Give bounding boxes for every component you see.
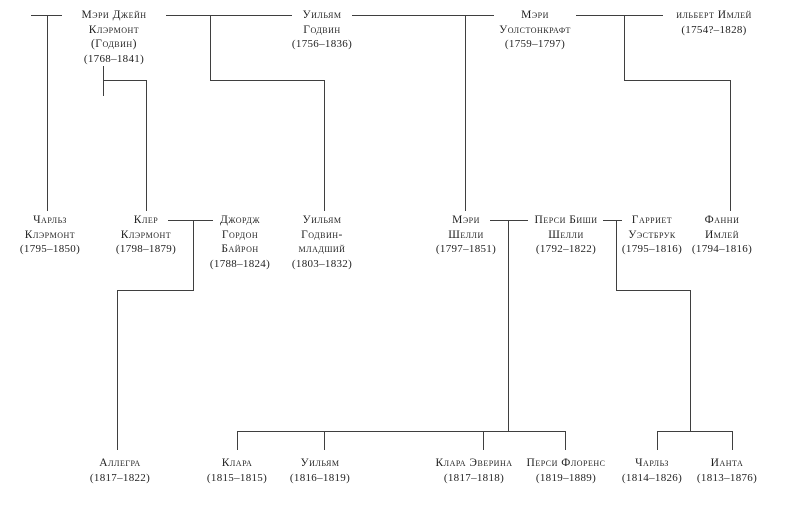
- person-mary-shelley: Мэри Шелли (1797–1851): [436, 213, 496, 257]
- person-name: Джордж Гордон Байрон: [219, 214, 261, 255]
- person-percy-florence: Перси Флоренс (1819–1889): [527, 456, 606, 485]
- person-dates: (1813–1876): [696, 471, 758, 484]
- line-to-william-jr: [324, 80, 326, 211]
- person-name: ильберт Имлей: [676, 9, 752, 21]
- person-mary-wollstonecraft: Мэри Уолстонкрафт (1759–1797): [499, 8, 571, 52]
- tick-to-clara-everina: [483, 431, 485, 450]
- person-allegra: Аллегра (1817–1822): [90, 456, 150, 485]
- bracket-mary-percy-children: [237, 431, 566, 433]
- person-dates: (1797–1851): [435, 243, 497, 255]
- person-dates: (1803–1832): [291, 257, 353, 270]
- person-name: Гарриет Уэстбрук: [628, 214, 676, 241]
- tick-to-charles: [657, 431, 659, 450]
- person-mary-jane-clairmont-godwin: Мэри Джейн Клэрмонт (Годвин) (1768–1841): [81, 8, 146, 66]
- person-harriet-westbrook: Гарриет Уэстбрук (1795–1816): [622, 213, 682, 257]
- person-name: Уильям Годвин- младший: [298, 214, 346, 255]
- person-name: Мэри Джейн Клэрмонт (Годвин): [81, 9, 147, 50]
- drop-claire-byron: [193, 220, 195, 290]
- line-union-claire-byron: [168, 220, 213, 222]
- person-charles: Чарльз (1814–1826): [622, 456, 682, 485]
- person-dates: (1816–1819): [289, 471, 351, 484]
- person-ianthe: Ианта (1813–1876): [697, 456, 757, 485]
- line-union-maryjane-godwin: [166, 15, 292, 17]
- person-dates: (1814–1826): [621, 471, 683, 484]
- person-name: Аллегра: [99, 457, 141, 469]
- tick-to-clara: [237, 431, 239, 450]
- drop-wollstonecraft-imlay: [624, 15, 626, 80]
- person-dates: (1795–1816): [621, 243, 683, 255]
- person-name: Перси Флоренс: [526, 457, 606, 469]
- person-dates: (1794–1816): [691, 243, 753, 255]
- person-clara-everina: Клара Эверина (1817–1818): [435, 456, 512, 485]
- drop-maryjane-godwin: [210, 15, 212, 80]
- person-name: Чарльз: [635, 457, 669, 469]
- branch-to-william-jr: [210, 80, 325, 82]
- person-george-gordon-byron: Джордж Гордон Байрон (1788–1824): [210, 213, 270, 271]
- drop-percy-harriet: [616, 220, 618, 290]
- bracket-percy-harriet-children: [657, 431, 733, 433]
- person-dates: (1815–1815): [206, 471, 268, 484]
- person-claire-clairmont: Клер Клэрмонт (1798–1879): [116, 213, 176, 257]
- person-fanny-imlay: Фанни Имлей (1794–1816): [692, 213, 752, 257]
- line-to-charles-clairmont: [47, 15, 49, 211]
- line-to-claire: [146, 80, 148, 211]
- line-to-allegra: [117, 290, 119, 450]
- person-name: Чарльз Клэрмонт: [24, 214, 76, 241]
- person-name: Уильям Годвин: [302, 9, 342, 36]
- person-name: Клара Эверина: [435, 457, 513, 469]
- line-union-wollstonecraft-imlay: [576, 15, 663, 17]
- person-dates: (1768–1841): [83, 52, 145, 65]
- person-name: Ианта: [710, 457, 744, 469]
- line-percy-harriet-children: [690, 290, 692, 431]
- person-name: Фанни Имлей: [704, 214, 740, 241]
- branch-to-allegra: [117, 290, 194, 292]
- person-dates: (1759–1797): [504, 38, 566, 50]
- person-william-godwin-jr: Уильям Годвин- младший (1803–1832): [292, 213, 352, 271]
- person-name: Мэри Уолстонкрафт: [499, 9, 571, 36]
- person-dates: (1788–1824): [209, 257, 271, 270]
- person-dates: (1817–1822): [89, 471, 151, 484]
- branch-percy-harriet-children: [616, 290, 691, 292]
- person-dates: (1754?–1828): [681, 23, 747, 36]
- person-dates: (1817–1818): [443, 471, 505, 484]
- person-percy-bysshe-shelley: Перси Биши Шелли (1792–1822): [535, 213, 598, 257]
- person-name: Перси Биши Шелли: [534, 214, 598, 241]
- person-name: Клара: [221, 457, 253, 469]
- branch-to-fanny: [624, 80, 731, 82]
- tick-to-percy-florence: [565, 431, 567, 450]
- person-charles-clairmont: Чарльз Клэрмонт (1795–1850): [20, 213, 80, 257]
- person-william-godwin: Уильям Годвин (1756–1836): [292, 8, 352, 52]
- drop-mary-percy: [508, 220, 510, 431]
- line-to-fanny: [730, 80, 732, 211]
- line-union-godwin-wollstonecraft: [352, 15, 494, 17]
- person-william: Уильям (1816–1819): [290, 456, 350, 485]
- line-to-mary-shelley: [465, 15, 467, 211]
- person-name: Мэри Шелли: [448, 214, 484, 241]
- person-dates: (1756–1836): [291, 38, 353, 50]
- line-top-left-stub: [31, 15, 62, 17]
- line-union-percy-harriet: [603, 220, 622, 222]
- tick-to-ianthe: [732, 431, 734, 450]
- person-name: Клер Клэрмонт: [120, 214, 172, 241]
- person-dates: (1819–1889): [535, 471, 597, 484]
- person-dates: (1792–1822): [535, 243, 597, 255]
- person-dates: (1795–1850): [19, 243, 81, 255]
- branch-to-claire: [103, 80, 147, 82]
- tick-to-william: [324, 431, 326, 450]
- person-gilbert-imlay: ильберт Имлей (1754?–1828): [676, 8, 752, 37]
- person-name: Уильям: [300, 457, 340, 469]
- person-clara: Клара (1815–1815): [207, 456, 267, 485]
- person-dates: (1798–1879): [115, 243, 177, 255]
